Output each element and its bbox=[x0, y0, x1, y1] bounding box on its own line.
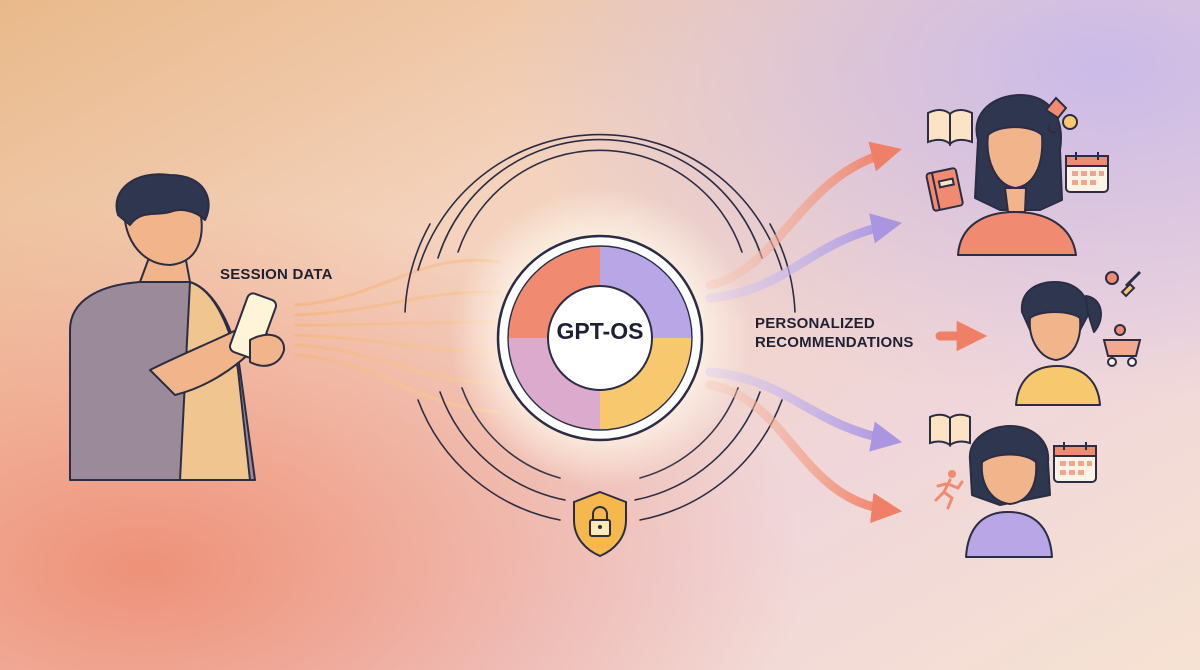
book-icon-small bbox=[929, 413, 971, 447]
book-icon bbox=[927, 109, 973, 147]
output-arrows bbox=[705, 141, 988, 524]
hub-segment-yellow bbox=[600, 338, 692, 430]
calendar-icon-small bbox=[1053, 442, 1097, 483]
toy-cart-icon bbox=[1102, 324, 1142, 367]
hub-segment-lavender bbox=[600, 246, 692, 338]
shapes-icon bbox=[1044, 96, 1078, 134]
running-icon bbox=[934, 470, 964, 510]
recommendations-label: PERSONALIZED RECOMMENDATIONS bbox=[755, 314, 914, 352]
hub-segment-pink bbox=[508, 338, 600, 430]
closed-book-icon bbox=[925, 167, 964, 212]
hub-label: GPT-OS bbox=[556, 318, 644, 344]
recipient-child-ponytail bbox=[1015, 281, 1102, 406]
toy-icon bbox=[1105, 270, 1142, 298]
hub-segment-coral bbox=[508, 246, 600, 338]
gpt-os-hub bbox=[496, 234, 704, 442]
calendar-icon bbox=[1065, 152, 1109, 193]
session-data-label: SESSION DATA bbox=[220, 266, 333, 283]
recipient-girl bbox=[965, 425, 1053, 558]
recipient-woman bbox=[957, 94, 1077, 256]
privacy-shield-lock-icon bbox=[573, 490, 627, 558]
recommendations-label-line2: RECOMMENDATIONS bbox=[755, 334, 914, 351]
recommendations-label-line1: PERSONALIZED bbox=[755, 315, 875, 332]
person-with-phone bbox=[69, 173, 286, 481]
